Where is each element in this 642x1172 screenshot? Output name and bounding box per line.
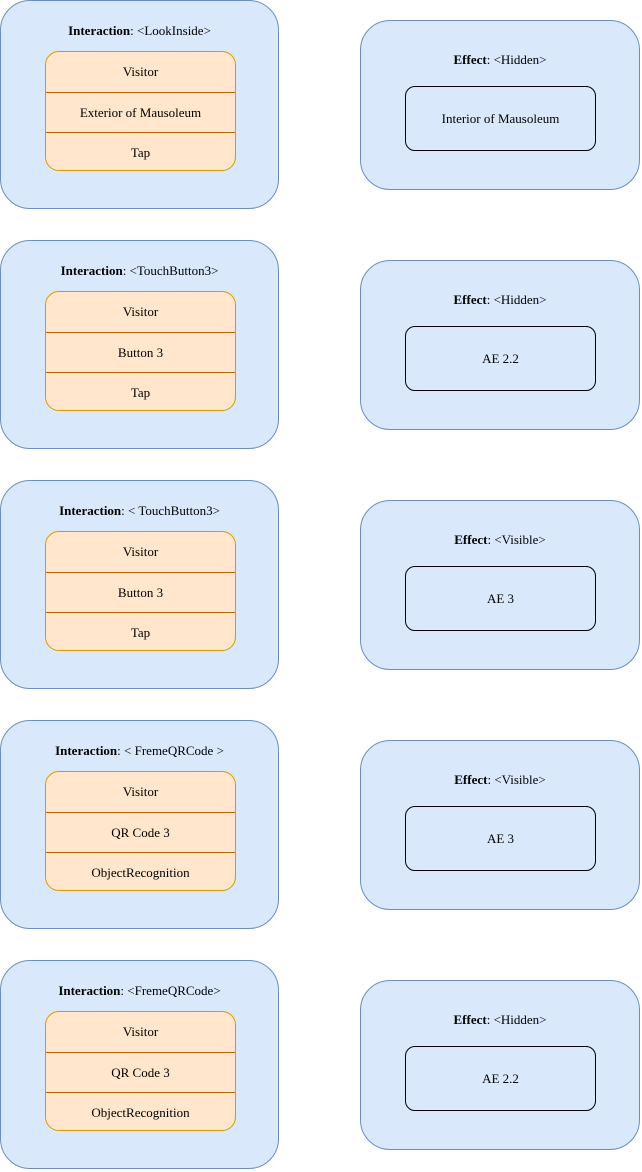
interaction-box: Interaction: <TouchButton3> Visitor Butt… <box>0 240 279 449</box>
effect-target: AE 3 <box>405 806 596 871</box>
effect-target: AE 2.2 <box>405 326 596 391</box>
object-cell: QR Code 3 <box>46 812 235 852</box>
object-cell: Button 3 <box>46 332 235 372</box>
action-cell: Tap <box>46 372 235 410</box>
interaction-parts: Visitor Button 3 Tap <box>45 531 236 651</box>
actor-cell: Visitor <box>122 784 159 799</box>
interaction-box: Interaction: <FremeQRCode> Visitor QR Co… <box>0 960 279 1169</box>
interaction-parts: Visitor QR Code 3 ObjectRecognition <box>45 771 236 891</box>
effect-title: Effect: <Hidden> <box>453 1012 547 1027</box>
effect-box: Effect: <Visible> AE 3 <box>360 500 640 670</box>
actor-cell: Visitor <box>122 64 159 79</box>
diagram-row: Interaction: <LookInside> Visitor Exteri… <box>0 0 642 212</box>
effect-title: Effect: <Hidden> <box>453 292 547 307</box>
action-cell: Tap <box>46 132 235 170</box>
effect-target: AE 3 <box>405 566 596 631</box>
actor-cell: Visitor <box>122 1024 159 1039</box>
effect-box: Effect: <Hidden> AE 2.2 <box>360 260 640 430</box>
effect-title: Effect: <Visible> <box>454 532 546 547</box>
interaction-parts: Visitor Button 3 Tap <box>45 291 236 411</box>
diagram-row: Interaction: < FremeQRCode > Visitor QR … <box>0 720 642 932</box>
actor-cell: Visitor <box>122 304 159 319</box>
diagram-row: Interaction: < TouchButton3> Visitor But… <box>0 480 642 692</box>
object-cell: Exterior of Mausoleum <box>46 92 235 132</box>
action-cell: ObjectRecognition <box>46 852 235 890</box>
action-cell: ObjectRecognition <box>46 1092 235 1130</box>
interaction-title: Interaction: <LookInside> <box>68 23 211 38</box>
diagram-row: Interaction: <TouchButton3> Visitor Butt… <box>0 240 642 452</box>
interaction-parts: Visitor Exterior of Mausoleum Tap <box>45 51 236 171</box>
interaction-title: Interaction: <TouchButton3> <box>60 263 219 278</box>
effect-target: Interior of Mausoleum <box>405 86 596 151</box>
interaction-parts: Visitor QR Code 3 ObjectRecognition <box>45 1011 236 1131</box>
interaction-title: Interaction: < FremeQRCode > <box>55 743 224 758</box>
object-cell: QR Code 3 <box>46 1052 235 1092</box>
effect-box: Effect: <Hidden> AE 2.2 <box>360 980 640 1150</box>
effect-title: Effect: <Visible> <box>454 772 546 787</box>
interaction-title: Interaction: < TouchButton3> <box>59 503 220 518</box>
diagram-row: Interaction: <FremeQRCode> Visitor QR Co… <box>0 960 642 1172</box>
interaction-box: Interaction: < TouchButton3> Visitor But… <box>0 480 279 689</box>
effect-target: AE 2.2 <box>405 1046 596 1111</box>
effect-title: Effect: <Hidden> <box>453 52 547 67</box>
action-cell: Tap <box>46 612 235 650</box>
actor-cell: Visitor <box>122 544 159 559</box>
object-cell: Button 3 <box>46 572 235 612</box>
interaction-box: Interaction: <LookInside> Visitor Exteri… <box>0 0 279 209</box>
interaction-box: Interaction: < FremeQRCode > Visitor QR … <box>0 720 279 929</box>
effect-box: Effect: <Visible> AE 3 <box>360 740 640 910</box>
interaction-title: Interaction: <FremeQRCode> <box>58 983 221 998</box>
effect-box: Effect: <Hidden> Interior of Mausoleum <box>360 20 640 190</box>
